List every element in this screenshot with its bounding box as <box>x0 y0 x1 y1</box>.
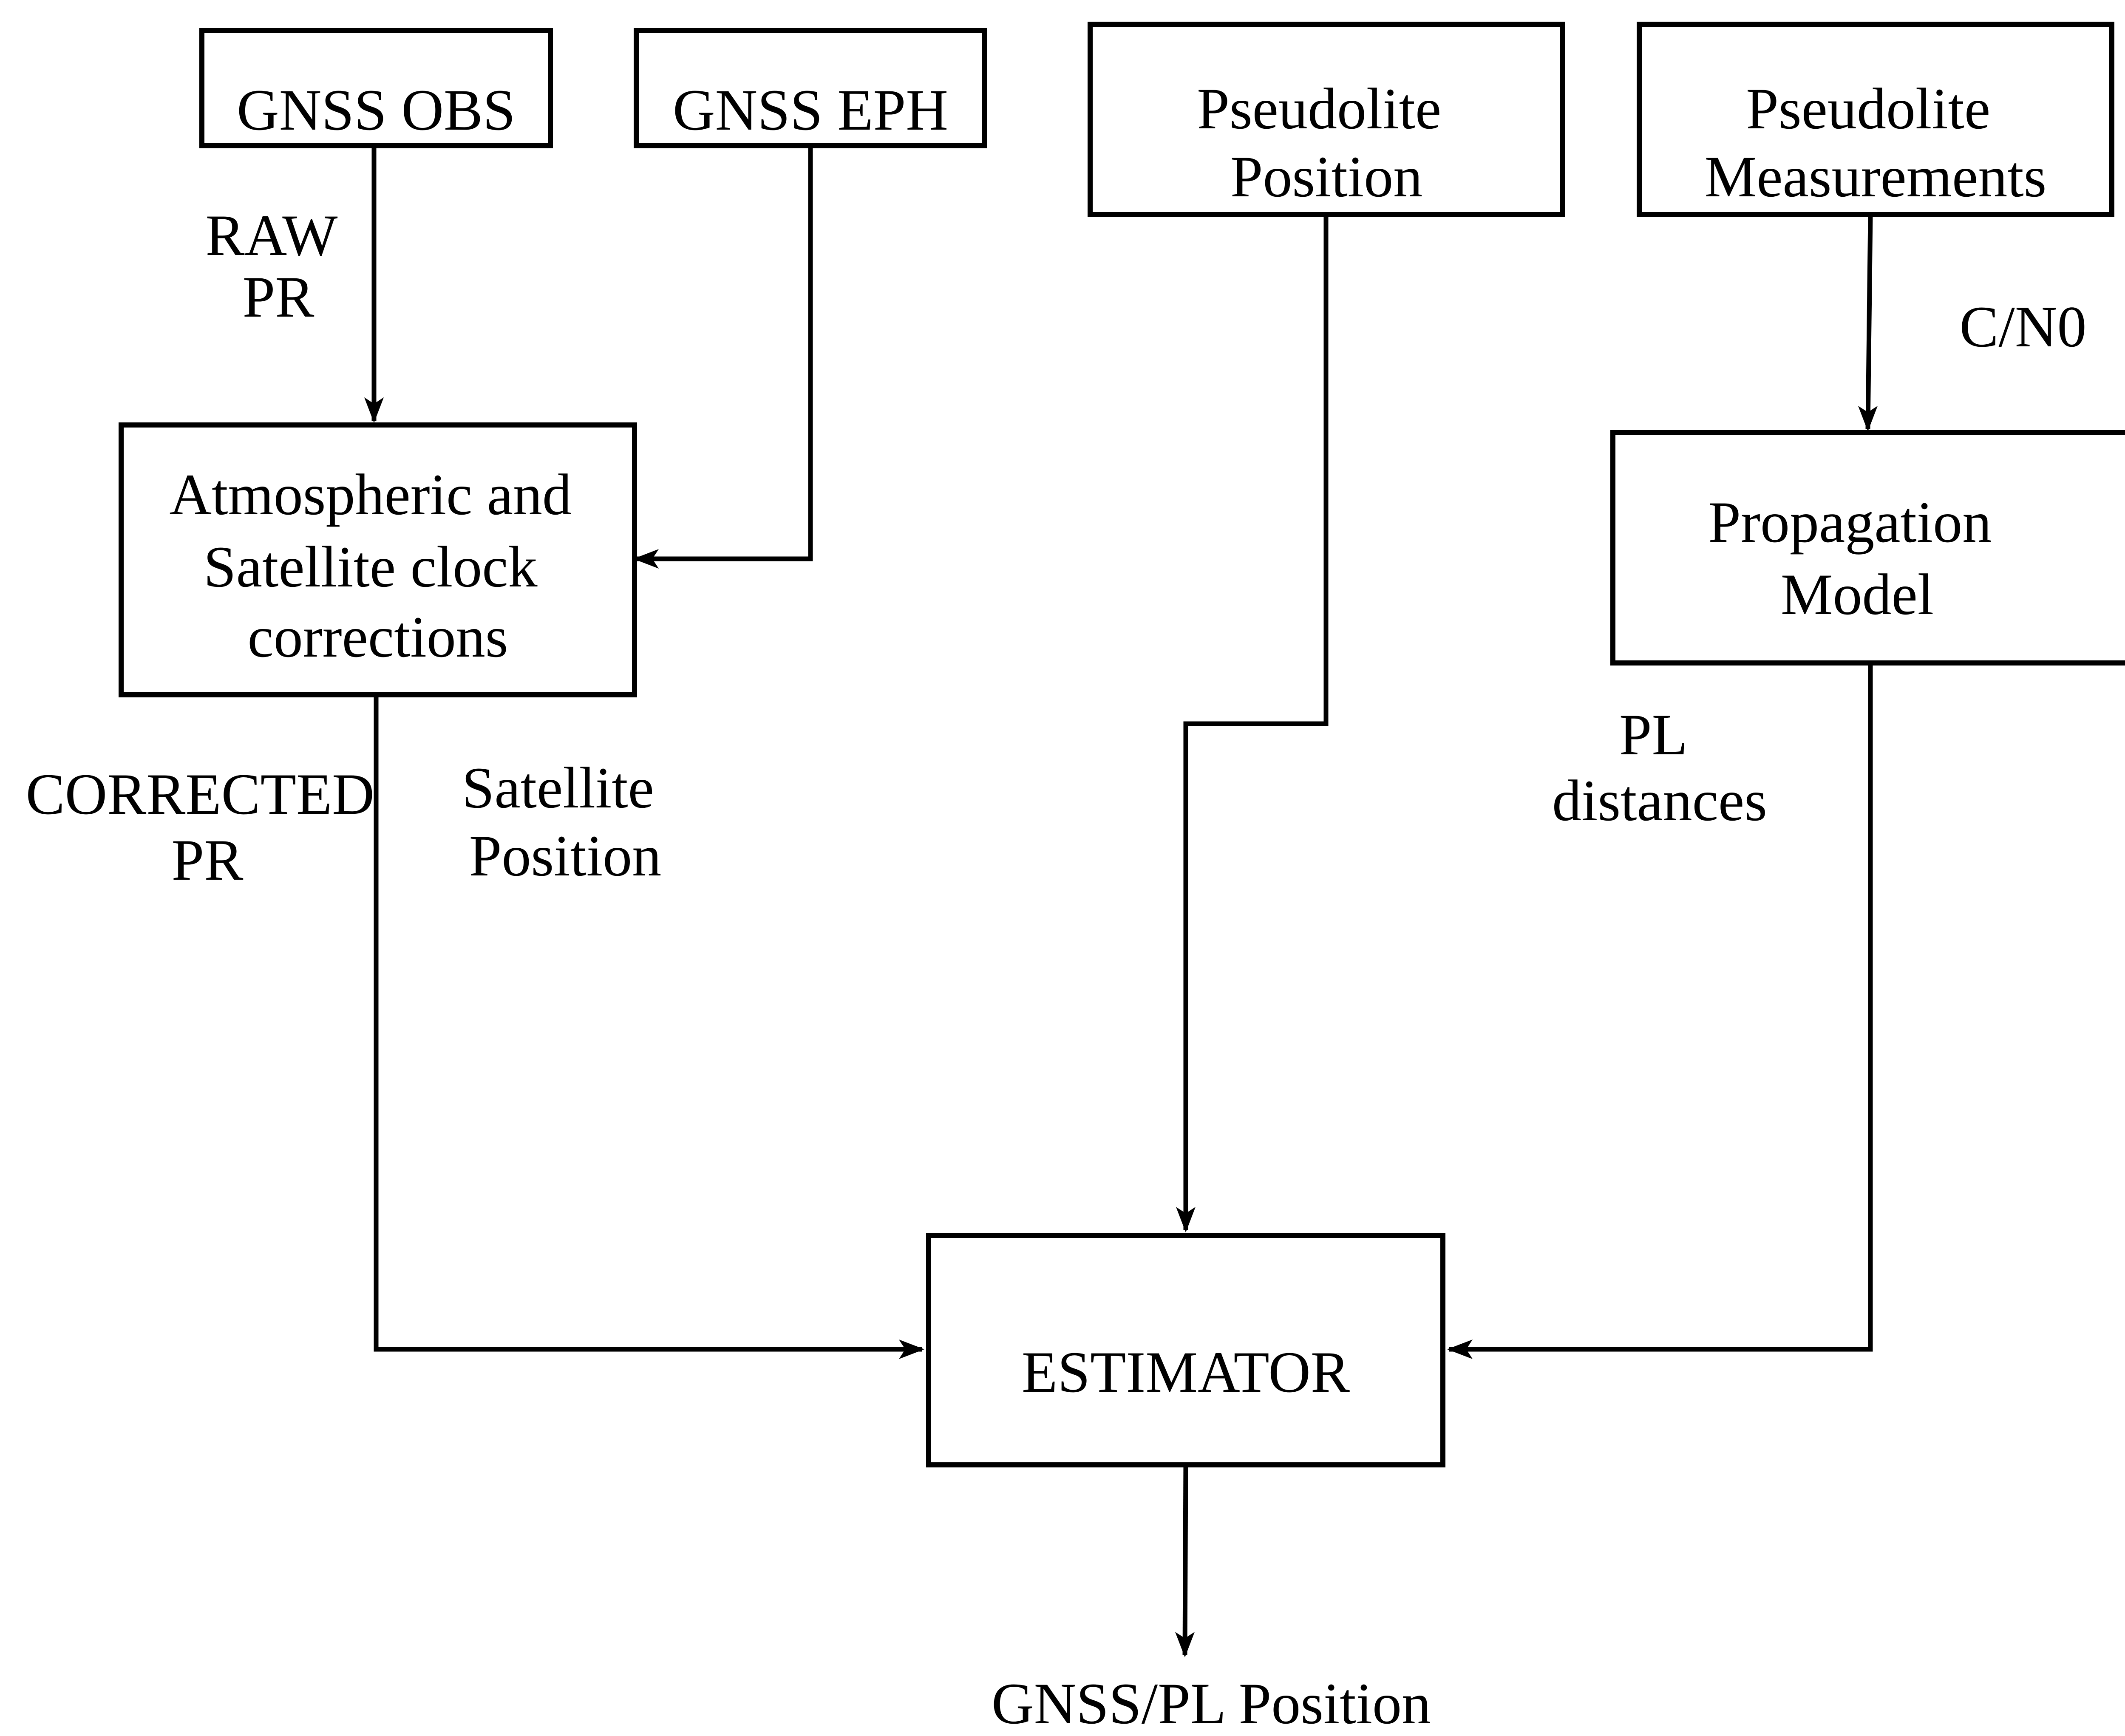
edge-propagation-to-estimator <box>1449 663 1873 1352</box>
arrowhead-corrections-top <box>364 397 384 423</box>
label-output-position: GNSS/PL Position <box>992 1671 1431 1736</box>
label-satellite-position: Satellite Position <box>462 755 669 888</box>
arrowhead-estimator-right <box>1447 1340 1473 1359</box>
node-pseudolite-position-label: Pseudolite Position <box>1197 76 1456 209</box>
node-propagation-model-label: Propagation Model <box>1708 490 2006 627</box>
node-gnss-obs: GNSS OBS <box>199 28 553 148</box>
node-gnss-obs-label: GNSS OBS <box>237 77 516 142</box>
label-corrected-pr: CORRECTED PR <box>26 762 389 892</box>
node-gnss-eph-label: GNSS EPH <box>673 77 948 142</box>
edge-pl-measurements-to-propagation <box>1865 214 1873 430</box>
edge-pl-position-to-estimator <box>1183 215 1329 1230</box>
arrowhead-estimator-top <box>1176 1207 1196 1232</box>
edge-gnss-eph-to-corrections <box>635 146 813 561</box>
node-gnss-eph: GNSS EPH <box>634 28 987 148</box>
arrowhead-corrections-right <box>633 549 659 569</box>
node-estimator-label: ESTIMATOR <box>1022 1340 1350 1405</box>
arrowhead-propagation-top <box>1858 406 1878 431</box>
node-propagation-model: Propagation Model <box>1610 430 2125 666</box>
label-pl-distances: PL distances <box>1552 702 1767 833</box>
node-pseudolite-position: Pseudolite Position <box>1088 22 1565 217</box>
node-pseudolite-measurements: Pseudolite Measurements <box>1637 22 2114 217</box>
label-cn0: C/N0 <box>1959 294 2086 359</box>
node-estimator: ESTIMATOR <box>926 1233 1445 1467</box>
arrowhead-output <box>1175 1632 1195 1657</box>
node-corrections: Atmospheric and Satellite clock correcti… <box>119 422 637 697</box>
edge-corrections-to-estimator <box>374 695 922 1352</box>
arrowhead-estimator-left <box>899 1340 924 1359</box>
label-raw-pr: RAW PR <box>206 203 351 329</box>
connectors <box>364 146 1878 1657</box>
node-corrections-label: Atmospheric and Satellite clock correcti… <box>169 462 586 669</box>
edge-estimator-to-output <box>1182 1464 1188 1656</box>
node-pseudolite-measurements-label: Pseudolite Measurements <box>1705 76 2047 209</box>
